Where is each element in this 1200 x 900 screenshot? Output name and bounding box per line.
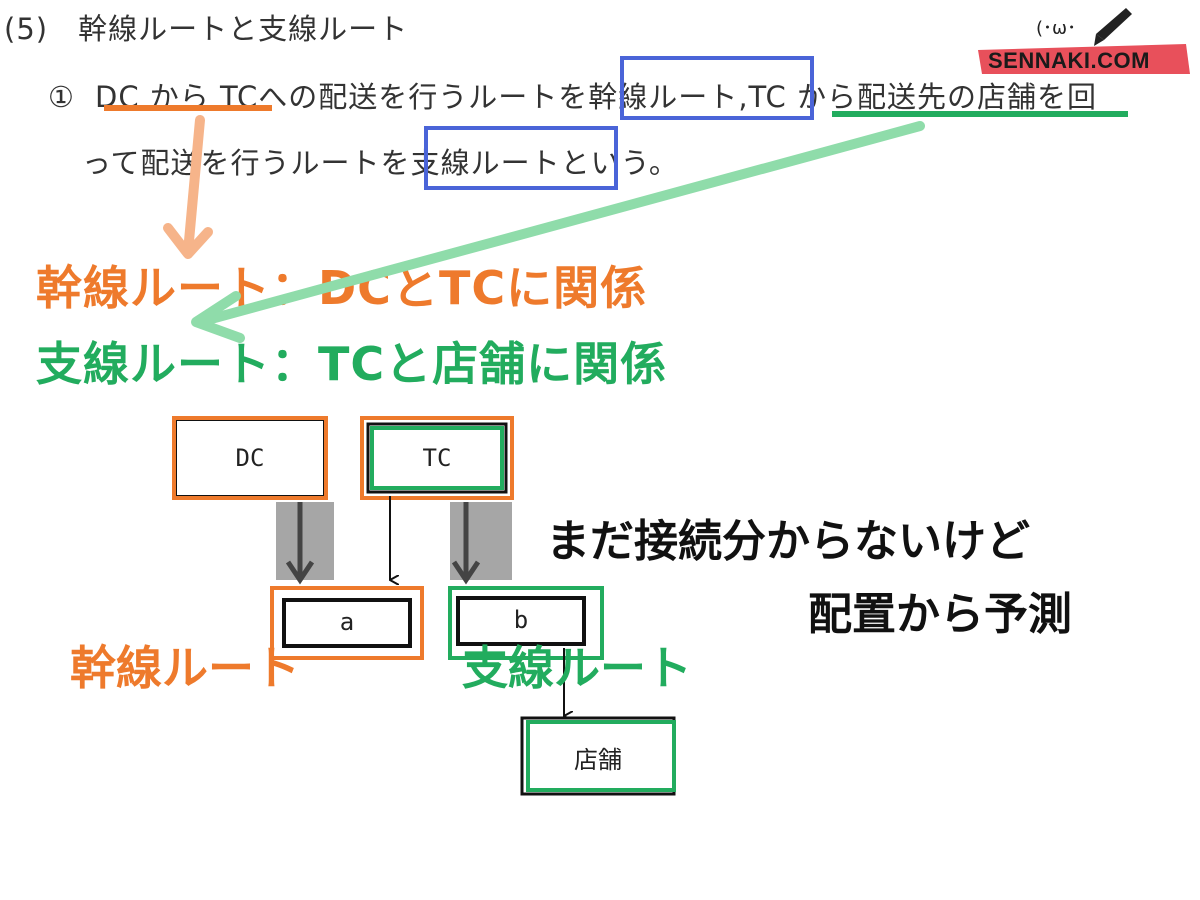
question-line-2: って配送を行うルートを支線ルートという。 — [82, 140, 679, 182]
text-segment: への配送を行うルートを — [258, 80, 589, 114]
text-trunk-route-highlight: 幹線ルート — [588, 80, 739, 114]
node-tc: TC — [422, 444, 452, 472]
note-line-2: 配置から予測 — [808, 589, 1072, 640]
logo-text: SENNAKI.COM — [988, 48, 1150, 73]
orange-pointer-arrow — [163, 115, 213, 259]
trunk-arrow-tc-to-b — [451, 502, 481, 585]
green-pointer-arrow — [191, 121, 925, 343]
item-number: ① — [48, 80, 75, 114]
text-tc-to-store: TC から配送先の店舗 — [748, 80, 1038, 114]
tc-box-frame — [366, 422, 508, 494]
dc-box-highlight — [172, 416, 328, 500]
b-box-highlight — [448, 586, 604, 660]
node-dc: DC — [235, 444, 265, 472]
section-title: (5) 幹線ルートと支線ルート — [4, 12, 409, 46]
node-store: 店舗 — [574, 746, 622, 774]
text-comma: , — [738, 80, 749, 114]
trunk-route-label: 幹線ルート — [70, 641, 300, 695]
a-box-frame — [282, 598, 412, 648]
text-segment: という。 — [560, 146, 679, 180]
text-branch-route-highlight: 支線ルート — [410, 146, 561, 180]
site-logo: (･ω･ SENNAKI.COM — [976, 4, 1198, 76]
text-segment: って配送を行うルートを — [82, 146, 411, 180]
branch-route-label: 支線ルート — [462, 641, 692, 695]
tc-box-highlight-orange — [360, 416, 514, 500]
logo-brush-icon — [978, 8, 1190, 74]
blue-box-trunk-route — [620, 56, 814, 120]
branch-route-definition: 支線ルート：TCと店舗に関係 — [36, 337, 668, 391]
store-box-highlight — [526, 720, 676, 792]
store-box-frame — [520, 716, 676, 796]
text-segment: を回 — [1037, 80, 1098, 114]
tc-box-highlight-green — [370, 426, 504, 490]
note-line-1: まだ接続分からないけど — [546, 516, 1030, 567]
logo-face-text: (･ω･ — [1036, 18, 1077, 39]
trunk-arrow-dc-to-a — [285, 502, 315, 585]
a-box-highlight — [270, 586, 424, 660]
node-a: a — [339, 608, 355, 636]
b-box-frame — [456, 596, 586, 646]
blue-box-branch-route — [424, 126, 618, 190]
gray-band-dc-a — [276, 502, 334, 580]
node-b: b — [513, 606, 529, 634]
